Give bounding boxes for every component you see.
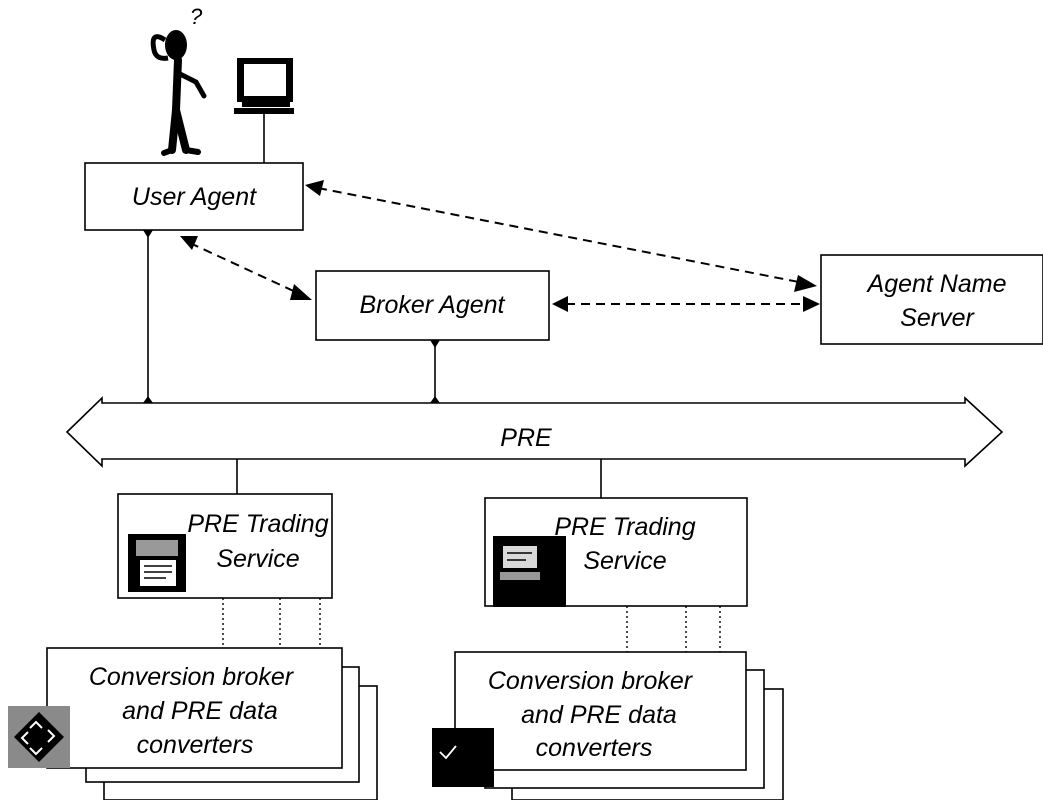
user-to-nameserver-link: [317, 187, 805, 284]
trading-service-left-label-line1: PRE Trading: [187, 510, 328, 538]
trading-service-left-label-line2: Service: [216, 545, 299, 573]
agent-name-server-label-line1: Agent Name: [866, 270, 1007, 298]
converter-right-label-line3: converters: [536, 734, 653, 762]
question-mark: ?: [190, 4, 203, 29]
converter-right-label-line1: Conversion broker: [488, 667, 694, 695]
converter-stack-right: Conversion broker and PRE data converter…: [432, 651, 784, 800]
converter-stack-left: Conversion broker and PRE data converter…: [8, 647, 378, 800]
converter-left-front-card: [46, 647, 343, 769]
trading-service-right-label-line1: PRE Trading: [554, 513, 695, 541]
printer-document-icon: [128, 534, 186, 592]
converter-right-label-line2: and PRE data: [521, 701, 677, 729]
broker-agent-node: Broker Agent: [315, 270, 550, 341]
converter-right-front-card: [454, 651, 747, 771]
trading-service-left-node: PRE Trading Service: [117, 493, 333, 599]
agent-name-server-node: Agent Name Server: [820, 254, 1043, 345]
arrows-conversion-icon: [8, 706, 70, 768]
user-agent-label: User Agent: [132, 183, 257, 211]
computer-terminal-icon: [234, 58, 294, 163]
agent-name-server-label-line2: Server: [900, 304, 975, 332]
pre-bus-label: PRE: [500, 424, 552, 452]
converter-left-label-line1: Conversion broker: [89, 663, 295, 691]
trading-service-right-node: PRE Trading Service: [484, 497, 748, 607]
checkmark-icon: [432, 728, 494, 787]
terminal-document-icon: [493, 536, 566, 607]
trading-service-right-label-line2: Service: [583, 547, 666, 575]
converter-left-label-line2: and PRE data: [122, 697, 278, 725]
broker-agent-label: Broker Agent: [360, 291, 506, 319]
confused-person-icon: ?: [150, 4, 207, 156]
pre-bus: PRE: [65, 396, 1004, 468]
user-agent-node: User Agent: [84, 162, 304, 231]
converter-left-label-line3: converters: [137, 731, 254, 759]
user-to-broker-link: [189, 242, 301, 295]
